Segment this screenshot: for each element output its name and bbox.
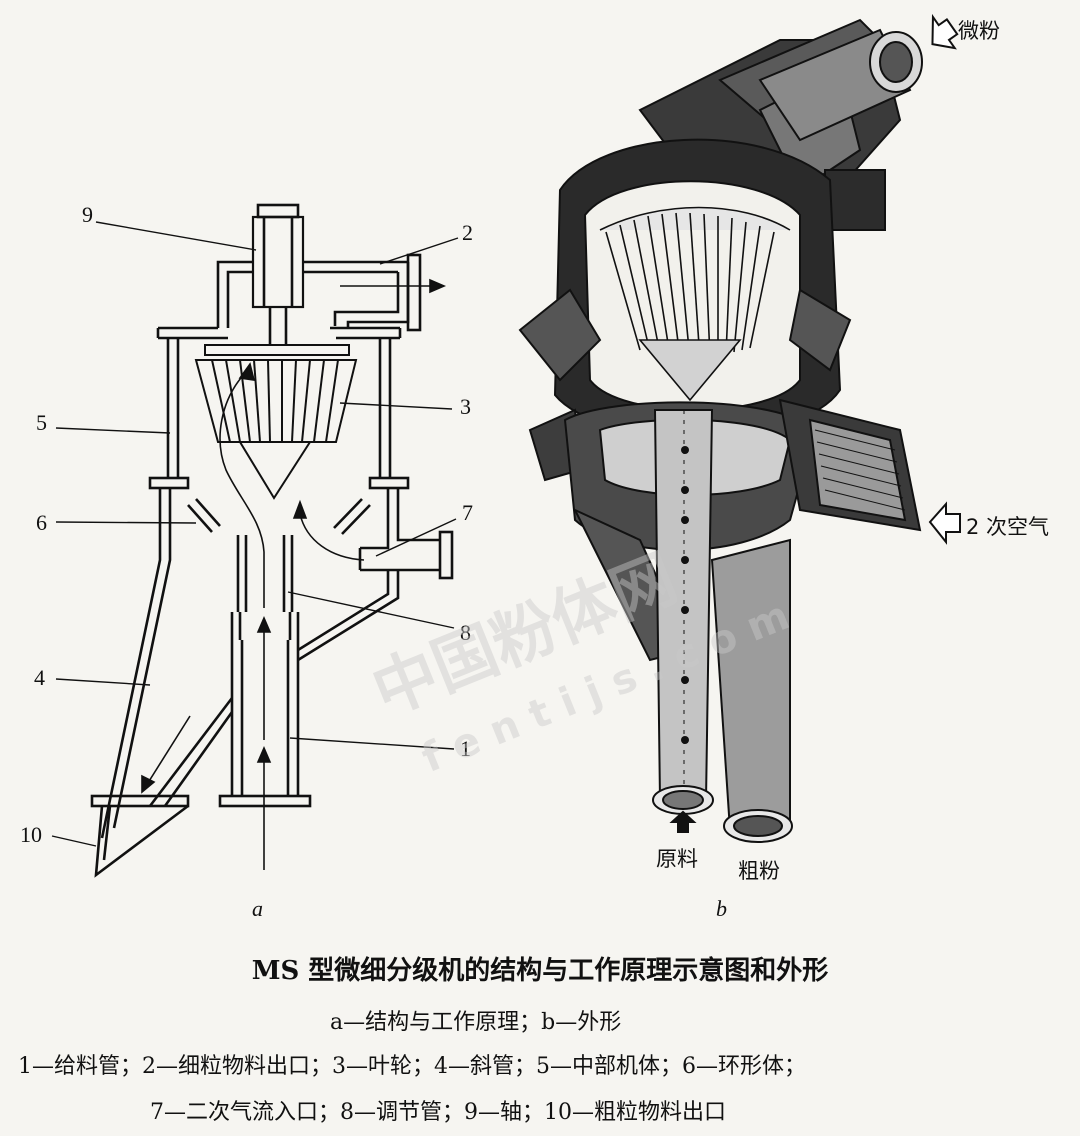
figure-subtitle: a—结构与工作原理；b—外形 bbox=[330, 1010, 622, 1035]
fine-powder-arrow-icon bbox=[931, 13, 959, 50]
legend-line-2: 7—二次气流入口；8—调节管；9—轴；10—粗粒物料出口 bbox=[150, 1100, 726, 1125]
coarse-tube bbox=[710, 538, 793, 843]
label-secondary-air: 2 次空气 bbox=[966, 515, 1049, 539]
top-flange bbox=[156, 326, 402, 340]
callout-6: 6 bbox=[36, 510, 47, 535]
side-brackets bbox=[518, 288, 852, 482]
lower-housing bbox=[90, 488, 454, 878]
panel-a-schematic bbox=[51, 203, 459, 878]
figure-title: MS 型微细分级机的结构与工作原理示意图和外形 bbox=[251, 956, 829, 986]
leader-lines bbox=[51, 221, 459, 847]
label-coarse-powder: 粗粉 bbox=[738, 859, 780, 883]
panel-a-label: a bbox=[252, 896, 263, 921]
ring-body bbox=[187, 498, 371, 535]
callout-4: 4 bbox=[34, 665, 45, 690]
feed-tube bbox=[652, 409, 749, 815]
panel-a-callouts: 9 2 3 5 6 7 8 4 1 10 a bbox=[20, 202, 473, 921]
callout-5: 5 bbox=[36, 410, 47, 435]
label-fine-powder: 微粉 bbox=[958, 19, 1000, 43]
fine-outlet-pipe bbox=[758, 28, 923, 142]
flow-arrows bbox=[141, 278, 447, 870]
middle-body bbox=[148, 338, 410, 490]
impeller bbox=[194, 344, 358, 500]
fine-outlet-housing bbox=[216, 253, 422, 332]
legend-line-1: 1—给料管；2—细粒物料出口；3—叶轮；4—斜管；5—中部机体；6—环形体； bbox=[18, 1054, 806, 1079]
panel-b-arrows bbox=[669, 13, 961, 833]
raw-material-arrow-icon bbox=[669, 810, 697, 833]
callout-7: 7 bbox=[462, 500, 473, 525]
callout-2: 2 bbox=[462, 220, 473, 245]
panel-b-illustration bbox=[518, 18, 923, 843]
label-raw-material: 原料 bbox=[656, 847, 698, 871]
classifier-drum bbox=[553, 138, 842, 437]
callout-9: 9 bbox=[82, 202, 93, 227]
panel-b-labels: 微粉 2 次空气 原料 粗粉 b bbox=[656, 19, 1049, 921]
feed-pipe bbox=[218, 535, 312, 808]
shaft bbox=[251, 203, 305, 345]
turbine-blades bbox=[599, 206, 791, 402]
secondary-air-box bbox=[778, 398, 922, 532]
callout-1: 1 bbox=[460, 736, 471, 761]
callout-10: 10 bbox=[20, 822, 42, 847]
panel-b-label: b bbox=[716, 896, 727, 921]
callout-3: 3 bbox=[460, 394, 471, 419]
secondary-air-arrow-icon bbox=[928, 501, 961, 545]
callout-8: 8 bbox=[460, 620, 471, 645]
